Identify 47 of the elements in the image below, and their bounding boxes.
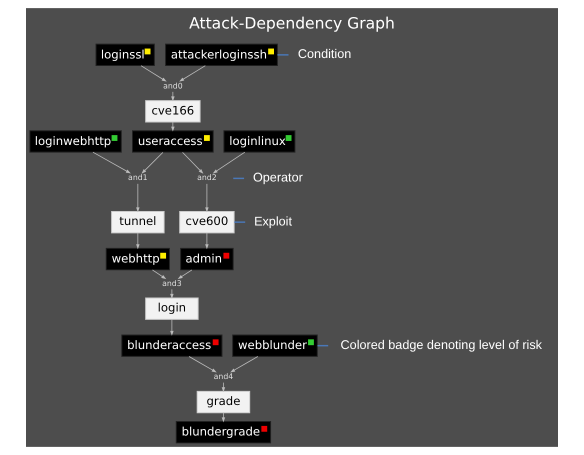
arrow: [179, 65, 206, 82]
arrow: [205, 183, 209, 212]
node-box: blundergrade: [176, 421, 272, 444]
node-box: cve166: [145, 100, 201, 122]
arrow: [92, 152, 131, 174]
arrow: [140, 65, 167, 82]
connector: [234, 221, 246, 223]
arrow: [136, 183, 140, 212]
node-box: useraccess: [132, 130, 214, 153]
node-box: loginwebhttp: [29, 130, 122, 153]
arrow: [222, 382, 226, 392]
node-text: and1: [128, 173, 148, 182]
node-text: and3: [162, 278, 182, 288]
arrow: [230, 356, 258, 372]
diagram-title: Attack-Dependency Graph: [189, 14, 395, 32]
arrow: [170, 319, 174, 336]
arrow: [178, 270, 192, 280]
node-box: webhttp: [106, 248, 170, 270]
node-text: and0: [163, 81, 183, 90]
node-text: Operator: [252, 170, 303, 185]
node-text: and2: [197, 173, 217, 182]
node-box: cve600: [179, 210, 235, 234]
connector: [277, 54, 288, 56]
arrow: [222, 412, 226, 422]
node-text: Colored badge denoting level of risk: [340, 338, 542, 352]
arrow: [182, 152, 204, 174]
node-text: Condition: [298, 47, 352, 62]
node-box: admin: [180, 248, 234, 270]
node-box: attackerloginssh: [165, 44, 278, 66]
node-box: tunnel: [111, 210, 165, 234]
node-box: loginlinux: [223, 130, 296, 153]
arrow: [170, 288, 174, 299]
node-box: blunderaccess: [121, 334, 222, 357]
connector: [233, 178, 244, 180]
node-text: Exploit: [254, 214, 292, 228]
arrow: [136, 232, 140, 250]
arrow: [152, 270, 166, 280]
node-text: and4: [214, 372, 234, 382]
node-box: grade: [196, 390, 250, 414]
arrow: [141, 152, 164, 174]
node-box: loginssl: [96, 44, 155, 66]
arrow: [205, 232, 209, 250]
arrow: [188, 356, 217, 372]
arrow: [212, 152, 246, 174]
connector: [318, 344, 328, 346]
node-box: webblunder: [232, 334, 318, 357]
node-box: login: [145, 298, 199, 320]
